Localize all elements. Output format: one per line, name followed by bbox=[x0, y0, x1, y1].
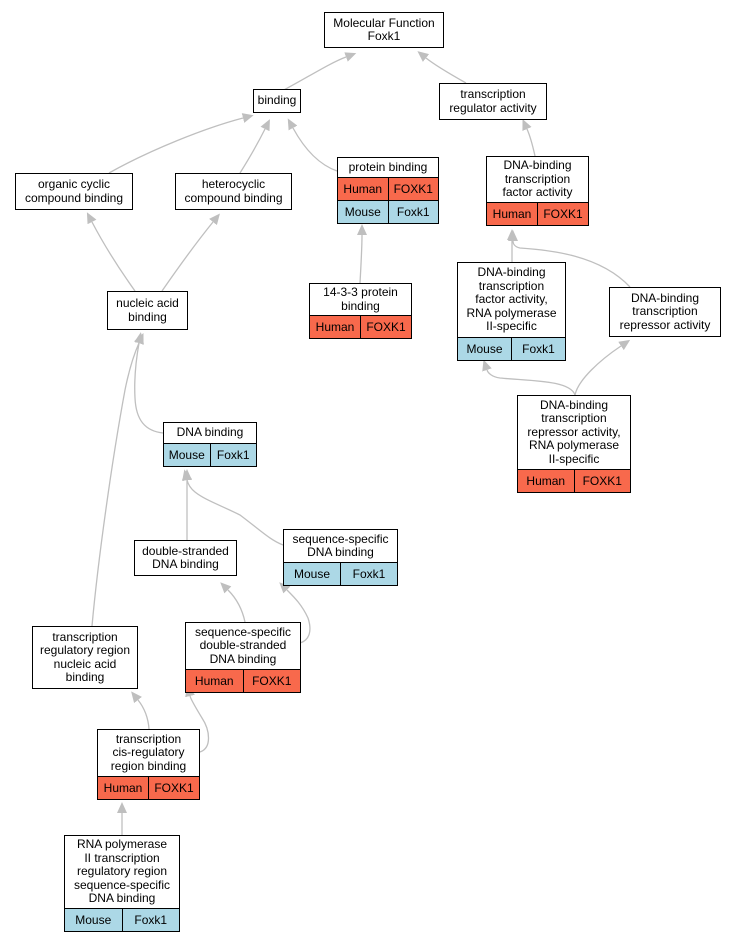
node-nucleic-acid-binding[interactable]: nucleic acid binding bbox=[107, 291, 188, 330]
species-cell: Human bbox=[310, 316, 360, 338]
node-label: protein binding bbox=[348, 159, 428, 174]
node-14-3-3-protein-binding[interactable]: 14-3-3 protein binding Human FOXK1 bbox=[309, 283, 412, 339]
node-label: sequence-specific DNA binding bbox=[292, 531, 389, 559]
node-label: DNA-binding transcription repressor acti… bbox=[527, 397, 621, 466]
species-cell: Human bbox=[487, 203, 537, 225]
edge-ssdsdb-dsdb bbox=[220, 582, 246, 623]
tag-row-mouse: Mouse Foxk1 bbox=[284, 562, 397, 585]
node-transcription-regulatory-region-nucleic-acid-binding[interactable]: transcription regulatory region nucleic … bbox=[32, 626, 138, 689]
edge-tcrrb-ssdsdb bbox=[185, 685, 210, 753]
gene-cell: Foxk1 bbox=[209, 444, 256, 466]
node-heterocyclic-compound-binding[interactable]: heterocyclic compound binding bbox=[175, 173, 292, 210]
species-cell: Human bbox=[518, 470, 574, 492]
tag-row-human: Human FOXK1 bbox=[487, 202, 588, 225]
tag-row-human: Human FOXK1 bbox=[98, 776, 199, 799]
species-cell: Mouse bbox=[65, 909, 122, 931]
species-cell: Human bbox=[186, 670, 243, 692]
edge-pb-binding bbox=[287, 118, 338, 172]
gene-cell: FOXK1 bbox=[537, 203, 588, 225]
node-label: binding bbox=[257, 93, 297, 108]
edge-occb-binding bbox=[108, 113, 254, 174]
tag-row-human: Human FOXK1 bbox=[338, 177, 438, 200]
node-label: 14-3-3 protein binding bbox=[323, 285, 398, 313]
gene-cell: FOXK1 bbox=[148, 777, 199, 799]
node-label: sequence-specific double-stranded DNA bi… bbox=[194, 624, 292, 666]
tag-row-mouse: Mouse Foxk1 bbox=[65, 908, 179, 931]
edge-tra-mf bbox=[417, 51, 467, 84]
species-cell: Mouse bbox=[458, 338, 511, 360]
node-label: DNA-binding transcription factor activit… bbox=[466, 265, 557, 334]
gene-cell: Foxk1 bbox=[511, 338, 565, 360]
node-organic-cyclic-compound-binding[interactable]: organic cyclic compound binding bbox=[15, 173, 133, 210]
edge-ssdb-dnab bbox=[182, 469, 284, 546]
node-dna-binding-transcription-repressor-activity[interactable]: DNA-binding transcription repressor acti… bbox=[609, 287, 721, 337]
node-label: transcription regulator activity bbox=[449, 87, 537, 115]
node-label: DNA binding bbox=[176, 425, 244, 440]
edge-dbtra2-dbtra bbox=[574, 339, 631, 396]
gene-cell: FOXK1 bbox=[573, 470, 630, 492]
edge-p1433-pb bbox=[357, 224, 367, 284]
edge-dbtra2-dbtfa2 bbox=[482, 359, 576, 396]
node-sequence-specific-double-stranded-dna-binding[interactable]: sequence-specific double-stranded DNA bi… bbox=[185, 622, 301, 693]
node-label: RNA polymerase II transcription regulato… bbox=[73, 837, 171, 906]
tag-row-mouse: Mouse Foxk1 bbox=[458, 337, 565, 360]
species-cell: Mouse bbox=[164, 444, 210, 466]
node-label: double-stranded DNA binding bbox=[142, 543, 229, 571]
edge-tcrrb-trrnab bbox=[131, 691, 150, 730]
node-label: transcription cis-regulatory region bind… bbox=[110, 731, 187, 773]
node-label: heterocyclic compound binding bbox=[184, 177, 283, 205]
node-label: DNA-binding transcription factor activit… bbox=[502, 158, 573, 200]
gene-cell: Foxk1 bbox=[340, 563, 397, 585]
gene-cell: FOXK1 bbox=[360, 316, 411, 338]
node-protein-binding[interactable]: protein binding Human FOXK1 Mouse Foxk1 bbox=[337, 157, 439, 224]
node-double-stranded-dna-binding[interactable]: double-stranded DNA binding bbox=[134, 540, 237, 576]
node-transcription-regulator-activity[interactable]: transcription regulator activity bbox=[439, 83, 547, 120]
edge-trrnab-nab bbox=[91, 332, 144, 627]
species-cell: Mouse bbox=[338, 201, 388, 223]
edge-dbtra-dbtfa bbox=[508, 230, 631, 288]
edge-nab-occb bbox=[86, 212, 136, 292]
node-dna-binding-tf-activity-rnapol2[interactable]: DNA-binding transcription factor activit… bbox=[457, 262, 566, 361]
species-cell: Human bbox=[338, 178, 388, 200]
node-dna-binding-transcription-factor-activity[interactable]: DNA-binding transcription factor activit… bbox=[486, 156, 589, 226]
node-label: Molecular Function Foxk1 bbox=[333, 15, 435, 43]
node-label: transcription regulatory region nucleic … bbox=[39, 629, 131, 684]
edge-ssdsdb-ssdb bbox=[279, 582, 311, 644]
species-cell: Mouse bbox=[284, 563, 340, 585]
node-binding[interactable]: binding bbox=[253, 89, 301, 113]
gene-cell: FOXK1 bbox=[387, 178, 438, 200]
edge-dnab-nab bbox=[134, 332, 164, 434]
tag-row-human: Human FOXK1 bbox=[310, 315, 411, 338]
node-rna-polymerase-ii-regulatory-region-binding[interactable]: RNA polymerase II transcription regulato… bbox=[64, 835, 180, 932]
node-molecular-function[interactable]: Molecular Function Foxk1 bbox=[324, 12, 444, 48]
node-label: nucleic acid binding bbox=[116, 296, 179, 324]
tag-row-mouse: Mouse Foxk1 bbox=[164, 443, 256, 466]
edge-binding-mf bbox=[281, 52, 357, 92]
node-sequence-specific-dna-binding[interactable]: sequence-specific DNA binding Mouse Foxk… bbox=[283, 529, 398, 586]
gene-cell: Foxk1 bbox=[387, 201, 438, 223]
gene-cell: FOXK1 bbox=[242, 670, 300, 692]
node-dna-binding[interactable]: DNA binding Mouse Foxk1 bbox=[163, 422, 257, 467]
node-transcription-cis-regulatory-region-binding[interactable]: transcription cis-regulatory region bind… bbox=[97, 729, 200, 800]
edge-nab-hcb bbox=[161, 213, 220, 292]
tag-row-human: Human FOXK1 bbox=[186, 669, 300, 692]
tag-row-human: Human FOXK1 bbox=[518, 469, 630, 492]
node-label: DNA-binding transcription repressor acti… bbox=[619, 290, 711, 332]
edge-dbtfa-tra bbox=[522, 118, 536, 157]
tag-row-mouse: Mouse Foxk1 bbox=[338, 200, 438, 223]
edge-hcb-binding bbox=[239, 119, 270, 174]
node-label: organic cyclic compound binding bbox=[24, 177, 124, 205]
node-dna-binding-repressor-activity-rnapol2[interactable]: DNA-binding transcription repressor acti… bbox=[517, 395, 631, 493]
gene-cell: Foxk1 bbox=[121, 909, 179, 931]
species-cell: Human bbox=[98, 777, 148, 799]
